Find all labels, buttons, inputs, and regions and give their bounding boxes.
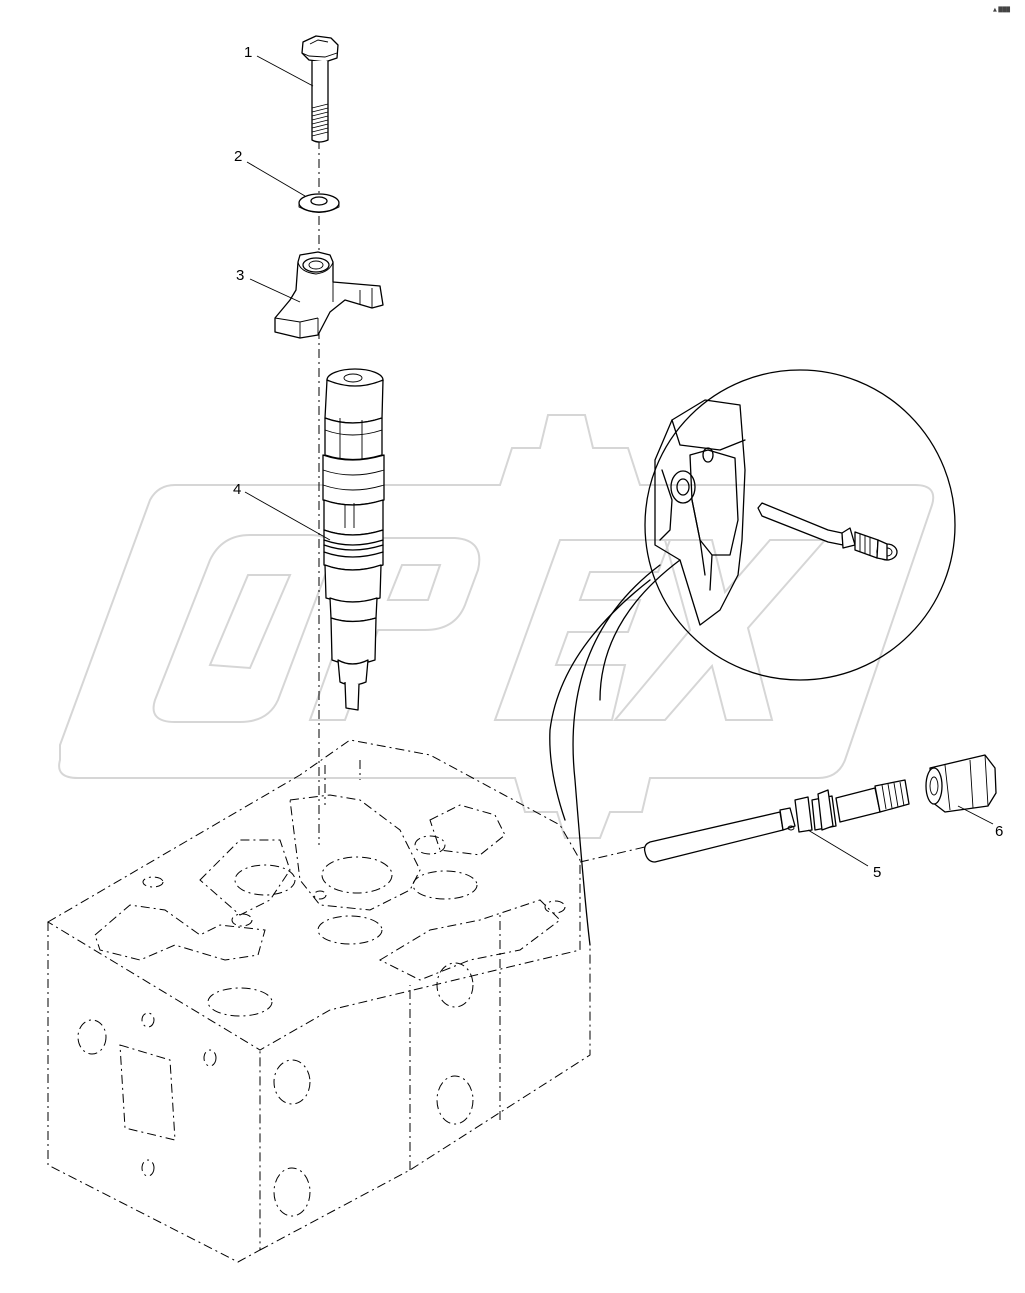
watermark-letter-x [612,539,828,721]
callout-3: 3 [236,267,244,284]
leader-5 [807,829,869,867]
detail-circle [644,369,956,681]
injector-clamp [274,251,384,339]
leader-3 [249,278,301,303]
watermark-letter-e [493,539,672,721]
callout-1: 1 [244,44,252,61]
detail-leader-arc [572,564,661,946]
leader-6 [957,805,994,825]
callout-4: 4 [233,481,241,498]
watermark-gear-outline [58,414,935,839]
callout-numbers: 1 2 3 4 5 6 [233,44,1003,881]
leader-2 [246,161,306,197]
watermark-letter-p [308,537,481,721]
watermark-logo [58,414,935,839]
leader-1 [256,55,314,87]
corner-mark: ▲ ███ [993,6,1010,13]
bolt [301,35,339,143]
callout-5: 5 [873,864,881,881]
detail-view [549,369,956,946]
callout-6: 6 [995,823,1003,840]
connector-axis-line [579,846,646,863]
washer [298,193,340,213]
watermark-letter-o [152,534,334,723]
cylinder-head-phantom [47,739,591,1263]
fuel-injector [322,368,385,711]
fitting-nut [925,754,997,813]
leader-4 [244,491,331,541]
high-pressure-connector [643,779,910,863]
leader-lines [244,55,994,867]
callout-2: 2 [234,148,242,165]
